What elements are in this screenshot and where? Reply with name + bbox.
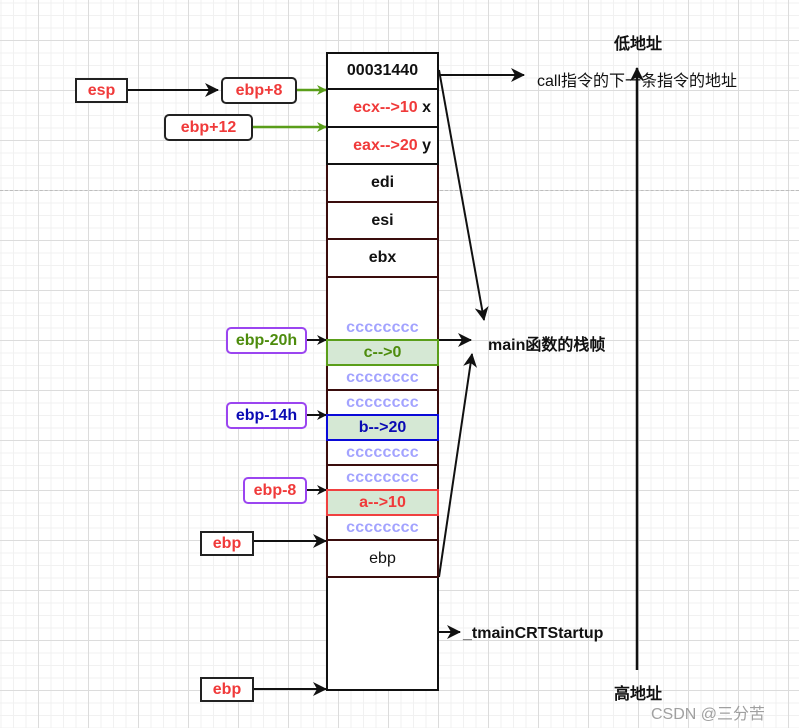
stack-cell-fill-5: cccccccc (326, 466, 439, 490)
stack-cell-var-c: c-->0 (326, 339, 439, 366)
stack-cell-saved-ebp: ebp (326, 541, 439, 578)
fill-text: cccccccc (346, 394, 419, 411)
call-next-instruction-label: call指令的下一条指令的地址 (537, 73, 738, 90)
return-address-value: 00031440 (346, 62, 419, 79)
stack-cell-var-b: b-->20 (326, 414, 439, 441)
var-a-label: a-->10 (359, 493, 406, 511)
saved-ebp-label: ebp (369, 549, 396, 567)
pointer-ebp-plus-12: ebp+12 (164, 114, 253, 141)
stack-cell-caller-frame (326, 578, 439, 691)
ebx-label: ebx (368, 249, 397, 266)
stack-cell-fill-1: cccccccc (326, 278, 439, 340)
ebp-minus-20h-label: ebp-20h (235, 331, 298, 349)
edi-label: edi (370, 174, 395, 191)
param-x-value: ecx-->10 (353, 99, 418, 116)
pointer-ebp-minus-20h: ebp-20h (226, 327, 307, 354)
fill-text: cccccccc (346, 368, 419, 386)
page-break-line (0, 190, 326, 191)
param-x-name: x (422, 99, 431, 116)
pointer-ebp-plus-8: ebp+8 (221, 77, 297, 104)
param-y-value: eax-->20 (353, 136, 418, 154)
stack-cell-fill-6: cccccccc (326, 516, 439, 541)
var-b-label: b-->20 (358, 418, 407, 436)
stack-cell-fill-4: cccccccc (326, 441, 439, 466)
pointer-esp: esp (75, 78, 128, 103)
stack-cell-param-x: ecx-->10 x (326, 90, 439, 128)
stack-cell-fill-2: cccccccc (326, 366, 439, 391)
var-c-label: c-->0 (363, 343, 402, 361)
fill-text: cccccccc (346, 319, 419, 336)
pointer-ebp-minus-8: ebp-8 (243, 477, 307, 504)
esp-label: esp (87, 81, 116, 99)
ebp-current-label: ebp (212, 534, 242, 552)
pointer-ebp-current: ebp (200, 531, 254, 556)
page-break-line-right (440, 190, 799, 191)
pointer-ebp-previous: ebp (200, 677, 254, 702)
stack-cell-ebx: ebx (326, 240, 439, 278)
ebp-previous-label: ebp (212, 680, 242, 698)
main-frame-label: main函数的栈帧 (488, 337, 606, 354)
stack-cell-fill-3: cccccccc (326, 391, 439, 415)
ebp-minus-8-label: ebp-8 (253, 481, 297, 499)
pointer-ebp-minus-14h: ebp-14h (226, 402, 307, 429)
high-address-label: 高地址 (614, 686, 663, 703)
ebp-plus-8-label: ebp+8 (235, 81, 283, 99)
fill-text: cccccccc (346, 469, 419, 486)
stack-cell-param-y: eax-->20 y (326, 128, 439, 165)
ebp-minus-14h-label: ebp-14h (235, 406, 298, 424)
arrow-frame-top (438, 69, 489, 321)
stack-cell-return-address: 00031440 (326, 52, 439, 90)
stack-cell-var-a: a-->10 (326, 489, 439, 516)
ebp-plus-12-label: ebp+12 (180, 118, 237, 136)
stack-cell-edi: edi (326, 165, 439, 203)
watermark: CSDN @三分苦 (651, 706, 766, 723)
tmain-crt-startup-label: _tmainCRTStartup (463, 625, 604, 642)
arrow-frame-bottom (438, 353, 478, 578)
fill-text: cccccccc (346, 443, 419, 461)
fill-text: cccccccc (346, 518, 419, 536)
low-address-label: 低地址 (614, 36, 663, 53)
stack-cell-esi: esi (326, 203, 439, 240)
param-y-name: y (422, 136, 431, 154)
esi-label: esi (371, 211, 394, 229)
